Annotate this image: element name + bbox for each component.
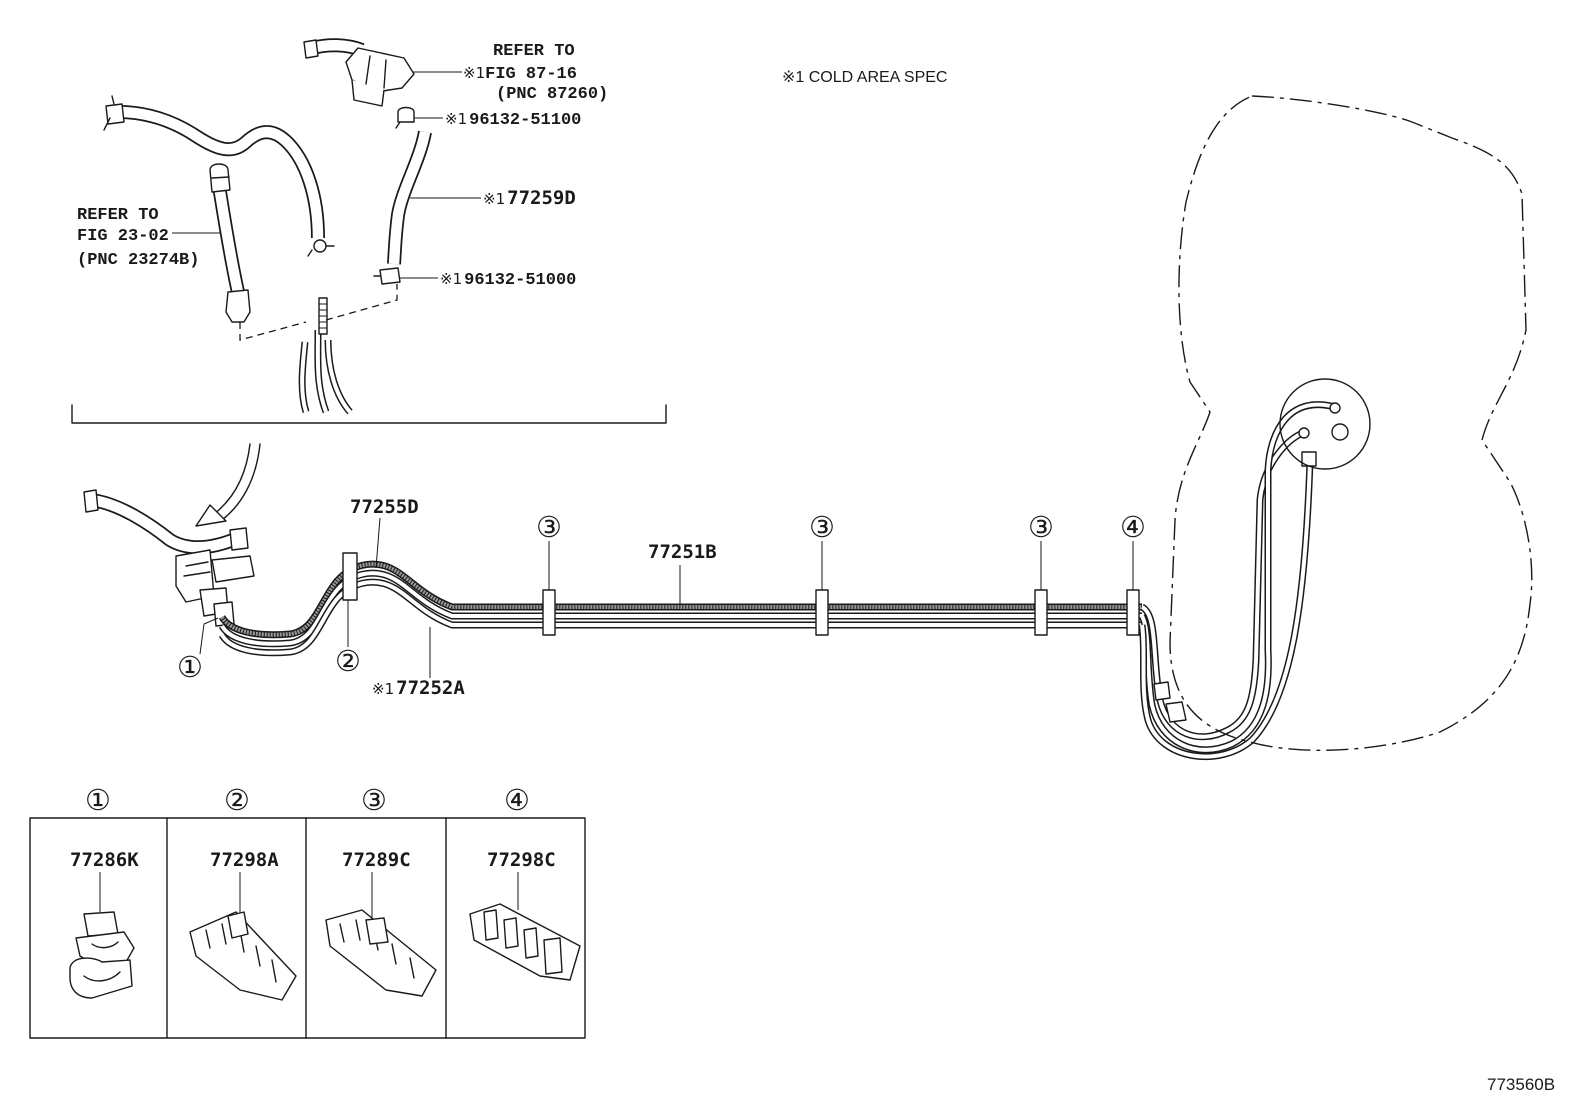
clamp-table-dividers bbox=[166, 817, 447, 1039]
part-number: 96132-51100 bbox=[469, 111, 581, 130]
fuel-tube-bundle bbox=[218, 560, 1142, 657]
fuel-tube-upper bbox=[218, 560, 1142, 639]
cold-area-mark: ※1 bbox=[372, 680, 394, 698]
clamp-table-ref-1: ① bbox=[85, 783, 111, 817]
clip-77286k-drawing bbox=[69, 911, 135, 999]
clamp-table-leaders bbox=[99, 872, 519, 918]
detail-arrow bbox=[195, 443, 261, 527]
refer-87-fig: FIG 87-16 bbox=[485, 65, 577, 84]
callout-clamp-4: ④ bbox=[1120, 510, 1146, 544]
refer-23-line2: FIG 23-02 bbox=[77, 227, 169, 246]
cold-area-note: ※1 COLD AREA SPEC bbox=[782, 69, 947, 86]
fuel-tank-outline bbox=[1169, 95, 1533, 751]
part-number: 96132-51000 bbox=[464, 271, 576, 290]
clamp-4 bbox=[1126, 589, 1140, 636]
tank-side-tubes bbox=[1138, 401, 1341, 761]
clamp-table-part-2: 77298A bbox=[210, 849, 279, 871]
refer-87-line2: ※1FIG 87-16 bbox=[463, 64, 577, 84]
clamp-table-part-1: 77286K bbox=[70, 849, 139, 871]
tank-port bbox=[1331, 423, 1349, 441]
clamp-table-frame bbox=[29, 817, 586, 1039]
main-leaders bbox=[199, 517, 1134, 678]
clamp-table-ref-4: ④ bbox=[504, 783, 530, 817]
clamp-3a bbox=[542, 589, 556, 636]
connection-dashed-right bbox=[325, 284, 398, 321]
fuel-tube-lower bbox=[218, 578, 1142, 657]
hose-upper-left bbox=[119, 105, 325, 239]
part-number: 77252A bbox=[396, 677, 465, 699]
cold-area-mark: ※1 bbox=[483, 190, 505, 208]
drawing-id: 773560B bbox=[1487, 1075, 1555, 1094]
hose-fig-23 bbox=[209, 163, 251, 323]
clamp-table-ref-3: ③ bbox=[361, 783, 387, 817]
hose-77259d bbox=[387, 130, 432, 265]
detail-view bbox=[71, 38, 667, 424]
front-fitting bbox=[83, 489, 255, 627]
refer-87-line3: (PNC 87260) bbox=[496, 85, 608, 104]
clip-77289c-drawing bbox=[325, 909, 437, 997]
clamp-table-ref-2: ② bbox=[224, 783, 250, 817]
valve-component bbox=[303, 38, 415, 107]
clamp-96132-51000 bbox=[373, 267, 401, 285]
detail-bracket bbox=[71, 404, 667, 424]
callout-clamp-1: ① bbox=[177, 650, 203, 684]
part-number: 77259D bbox=[507, 187, 576, 209]
clip-77298c-drawing bbox=[469, 903, 581, 981]
clamp-96132-51100 bbox=[395, 106, 415, 129]
tube-stubs bbox=[298, 297, 353, 415]
callout-clamp-3b: ③ bbox=[809, 510, 835, 544]
tank-sender-flange bbox=[1279, 378, 1371, 470]
refer-23-line1: REFER TO bbox=[77, 206, 159, 225]
cold-area-mark: ※1 bbox=[445, 110, 467, 128]
clip-77298a-drawing bbox=[189, 911, 297, 1001]
fuel-tube-middle bbox=[218, 569, 1142, 648]
label-77251b: 77251B bbox=[648, 541, 717, 563]
label-77255d: 77255D bbox=[350, 496, 419, 518]
clamp-table: ① ② ③ ④ 77286K 77298A 77289C 77298C bbox=[29, 783, 586, 1039]
clamp-mid bbox=[307, 239, 335, 257]
clamp-3c bbox=[1034, 589, 1048, 636]
refer-87-line1: REFER TO bbox=[493, 42, 575, 61]
clamp-table-part-4: 77298C bbox=[487, 849, 556, 871]
clamp-3b bbox=[815, 589, 829, 636]
clamp-upper-left bbox=[103, 95, 125, 131]
connection-dashed-left bbox=[239, 321, 307, 341]
callout-clamp-2: ② bbox=[335, 644, 361, 678]
callout-clamp-3c: ③ bbox=[1028, 510, 1054, 544]
callout-clamp-3a: ③ bbox=[536, 510, 562, 544]
refer-23-line3: (PNC 23274B) bbox=[77, 251, 199, 270]
cold-area-mark: ※1 bbox=[440, 270, 462, 288]
clamp-table-part-3: 77289C bbox=[342, 849, 411, 871]
clamp-2 bbox=[342, 552, 358, 601]
cold-area-mark: ※1 bbox=[463, 64, 485, 82]
